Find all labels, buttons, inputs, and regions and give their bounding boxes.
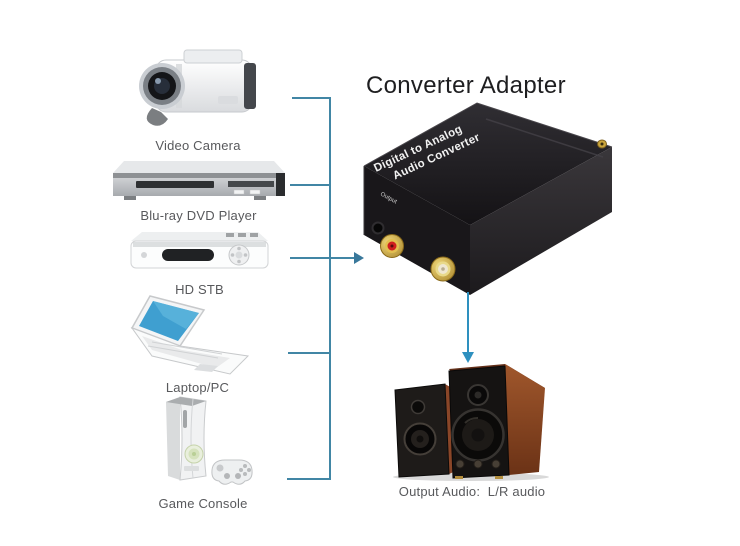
bluray-disc-tray xyxy=(136,181,214,188)
device-figure-hdstb: HD STB xyxy=(122,226,277,297)
video-camera-image xyxy=(139,49,256,126)
converter-top-face xyxy=(364,103,612,225)
output-arrowhead-icon xyxy=(462,352,474,363)
speakers-image xyxy=(393,364,549,481)
converter-right-face xyxy=(470,147,612,295)
device-label-hdstb: HD STB xyxy=(175,282,224,297)
game-console-image xyxy=(166,396,253,485)
connector-branch-laptop xyxy=(288,352,331,354)
device-figure-laptop: Laptop/PC xyxy=(130,294,265,395)
device-figure-speakers: Output Audio: L/R audio xyxy=(383,360,561,499)
converter-adapter-image: Digital to Analog Audio Converter Output xyxy=(363,102,613,295)
output-audio-label: Output Audio: L/R audio xyxy=(398,484,546,499)
headphone-jack xyxy=(371,221,385,235)
laptop-base xyxy=(130,326,250,375)
hd-stb-image xyxy=(130,232,269,269)
camera-strap xyxy=(146,108,168,126)
console-side xyxy=(166,397,180,480)
bluray-top xyxy=(113,161,285,173)
device-figure-video-camera: Video Camera xyxy=(118,36,278,153)
stb-top xyxy=(131,232,268,241)
camera-rear-cap xyxy=(244,63,256,109)
stb-display xyxy=(162,249,214,261)
connector-branch-video-camera xyxy=(292,97,331,99)
console-disc-slot xyxy=(183,410,187,428)
left-speaker xyxy=(394,383,463,478)
device-label-bluray: Blu-ray DVD Player xyxy=(140,208,257,223)
output-arrow-line xyxy=(467,292,469,353)
device-label-laptop: Laptop/PC xyxy=(165,380,230,395)
page-title: Converter Adapter xyxy=(366,72,566,99)
connector-branch-bluray xyxy=(290,184,331,186)
rca-jack-white xyxy=(430,256,456,282)
device-figure-bluray: Blu-ray DVD Player xyxy=(106,156,291,223)
bluray-player-image xyxy=(113,161,285,200)
laptop-touchpad xyxy=(194,364,218,372)
connector-trunk-line xyxy=(329,97,331,480)
input-arrowhead-icon xyxy=(354,252,364,264)
device-label-video-camera: Video Camera xyxy=(155,138,241,153)
game-controller xyxy=(211,459,253,485)
connector-branch-game-console xyxy=(287,478,331,480)
console-top xyxy=(166,397,206,406)
device-label-game-console: Game Console xyxy=(158,496,248,511)
connector-branch-hdstb xyxy=(290,257,355,259)
laptop-image xyxy=(130,295,250,375)
right-speaker xyxy=(448,364,545,479)
device-figure-game-console: Game Console xyxy=(142,388,264,511)
rca-jack-red xyxy=(380,234,404,258)
